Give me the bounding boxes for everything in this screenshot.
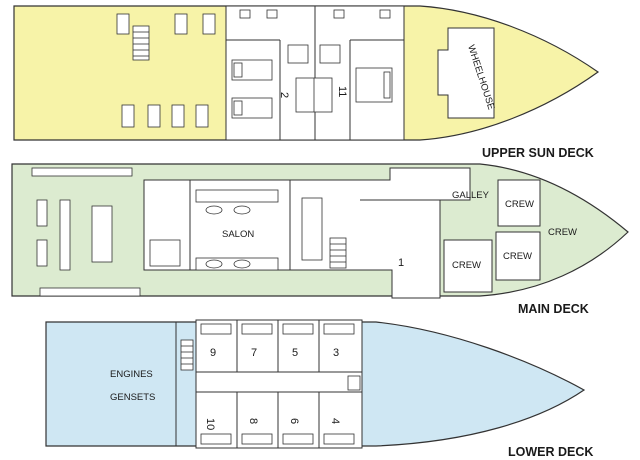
cabin-1-label: 1: [398, 257, 404, 269]
cabin-5-label: 5: [292, 347, 298, 359]
main-deck-title: MAIN DECK: [518, 302, 589, 316]
engines-label: ENGINES: [110, 369, 153, 380]
cabin-10-label: 10: [204, 418, 216, 430]
crew-label-1: CREW: [505, 199, 534, 210]
lower-stairs: [180, 339, 361, 391]
central-lounge: [287, 44, 341, 113]
galley-label: GALLEY: [452, 190, 490, 201]
sun-loungers-bottom: [121, 104, 209, 128]
cabin-numbers-top: 9 7 5 3: [210, 347, 339, 359]
crew-label-4: CREW: [503, 251, 532, 262]
salon-sofas: [149, 189, 323, 271]
wheelhouse: [437, 27, 495, 119]
crew-label-3: CREW: [452, 260, 481, 271]
toilet-icon: [239, 9, 391, 19]
salon-tables: [205, 205, 251, 269]
cabin-numbers-bottom: 10 8 6 4: [204, 418, 341, 430]
lower-cabin-block: [195, 319, 363, 449]
bed-icon: [231, 59, 393, 119]
cabin-6-label: 6: [288, 418, 300, 424]
upper-sun-deck: WHEELHOUSE 2 11 UPPER SUN DECK: [13, 5, 600, 160]
aft-seating: [31, 167, 141, 297]
salon-label: SALON: [222, 229, 254, 240]
sun-loungers-top: [116, 13, 216, 35]
main-deck: SALON GALLEY CREW CREW CREW CREW 1 MAIN …: [11, 163, 629, 316]
cabin-2-label: 2: [278, 92, 290, 98]
cabin-3-label: 3: [333, 347, 339, 359]
lower-deck-title: LOWER DECK: [508, 445, 593, 459]
cabin-bunks: [200, 323, 355, 445]
cabin-4-label: 4: [329, 418, 341, 424]
cabin-8-label: 8: [247, 418, 259, 424]
lower-deck: 9 7 5 3 10 8 6 4 ENGINES GENSETS LOWER D…: [45, 319, 593, 459]
sun-bench: [132, 25, 150, 61]
upper-deck-title: UPPER SUN DECK: [482, 146, 594, 160]
stairs: [329, 237, 347, 269]
cabin-7-label: 7: [251, 347, 257, 359]
gensets-label: GENSETS: [110, 392, 155, 403]
cabin-11-label: 11: [336, 86, 348, 97]
crew-cabins: [443, 179, 541, 293]
crew-label-2: CREW: [548, 227, 577, 238]
cabin-9-label: 9: [210, 347, 216, 359]
